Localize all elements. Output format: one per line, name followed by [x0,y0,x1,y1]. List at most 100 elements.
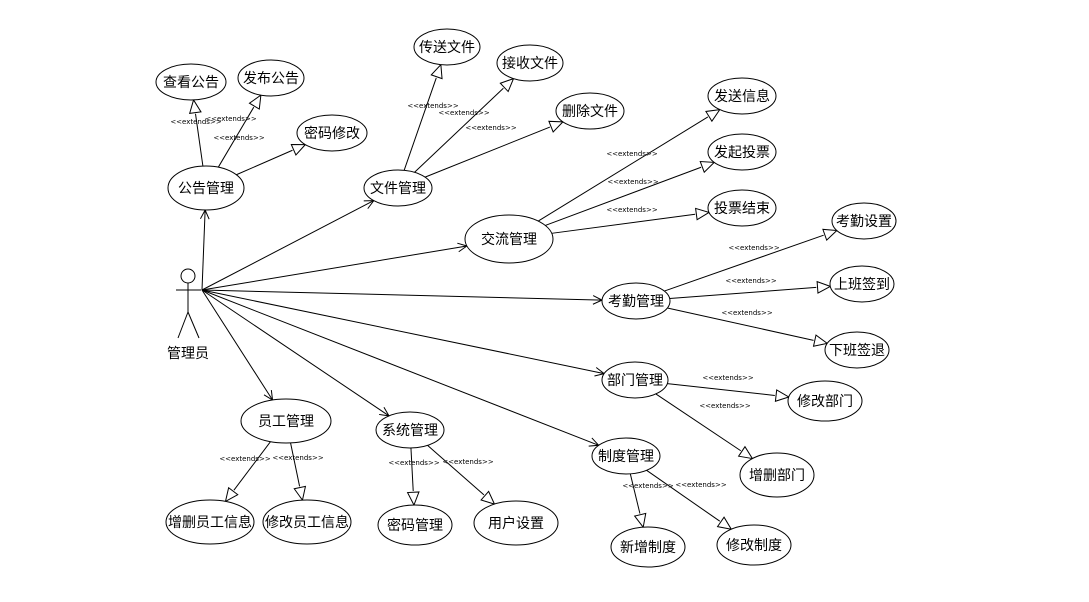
extends-label: <<extends>> [728,244,780,252]
use-case-employee-mgmt: 员工管理 [240,398,332,444]
association-employee_mgmt [201,289,274,401]
use-case-label: 制度管理 [598,449,654,465]
use-case-password-mgmt: 密码管理 [377,504,453,546]
extends-end_vote: <<extends>> [551,206,711,234]
use-case-label: 下班签退 [829,342,885,359]
extends-label: <<extends>> [442,458,494,466]
extends-clock_out: <<extends>> [667,307,829,347]
actor-admin: 管理员 [167,268,209,362]
use-case-publish-notice: 发布公告 [237,59,305,97]
extends-delete_file: <<extends>> [424,120,565,178]
use-case-delete-file: 删除文件 [555,92,625,130]
use-case-label: 接收文件 [502,55,558,72]
use-case-label: 考勤管理 [608,294,664,310]
extends-label: <<extends>> [219,455,271,463]
actor-left-leg [177,311,189,339]
use-case-clock-out: 下班签退 [824,331,890,369]
use-case-notice-mgmt: 公告管理 [167,165,245,211]
use-case-label: 密码修改 [304,125,360,142]
use-case-receive-file: 接收文件 [496,44,564,82]
extends-label: <<extends>> [170,118,222,126]
actor-head [180,268,196,284]
use-case-label: 系统管理 [382,423,438,439]
use-case-start-vote: 发起投票 [707,133,777,171]
extends-user_settings: <<extends>> [427,445,496,505]
extends-attendance_settings: <<extends>> [664,228,839,292]
association-dept_mgmt [201,289,606,377]
use-case-file-mgmt: 文件管理 [363,169,433,207]
use-case-user-settings: 用户设置 [473,500,559,546]
use-case-edit-employee: 修改员工信息 [262,499,352,545]
use-case-system-mgmt: 系统管理 [375,411,445,449]
use-case-change-password: 密码修改 [296,114,368,152]
use-case-label: 删除文件 [562,104,618,120]
use-case-label: 投票结束 [714,201,770,217]
extends-edit_employee: <<extends>> [272,442,324,502]
extends-add_del_dept: <<extends>> [655,393,754,460]
extends-view_notice: <<extends>> [170,98,222,167]
extends-clock_in: <<extends>> [669,277,832,299]
use-case-label: 部门管理 [607,373,663,389]
extends-receive_file: <<extends>> [414,77,515,173]
use-case-label: 考勤设置 [836,214,892,230]
use-case-label: 交流管理 [481,231,537,248]
use-case-add-del-dept: 增删部门 [739,452,815,498]
use-case-label: 密码管理 [387,517,443,534]
extends-publish_notice: <<extends>> [205,94,262,168]
use-case-label: 修改员工信息 [265,514,349,531]
extends-label: <<extends>> [465,124,517,132]
extends-change_password: <<extends>> [213,134,307,176]
association-file_mgmt [201,200,375,291]
extends-label: <<extends>> [213,134,265,142]
extends-start_vote: <<extends>> [545,160,716,226]
use-case-view-notice: 查看公告 [155,63,227,101]
extends-label: <<extends>> [205,115,257,123]
use-case-label: 发布公告 [243,71,299,87]
relationships-layer: <<extends>><<extends>><<extends>><<exten… [170,63,839,530]
extends-label: <<extends>> [388,459,440,467]
association-notice_mgmt [199,208,210,291]
use-case-edit-rule: 修改制度 [716,524,792,566]
extends-send_file: <<extends>> [403,63,459,171]
extends-add_del_employee: <<extends>> [219,441,271,503]
use-case-label: 增删部门 [749,468,805,484]
use-case-label: 文件管理 [370,181,426,197]
actor-right-leg [187,311,200,339]
use-case-end-vote: 投票结束 [707,189,777,227]
use-case-label: 修改制度 [726,538,782,554]
extends-label: <<extends>> [606,150,658,158]
extends-label: <<extends>> [622,482,674,490]
use-case-new-rule: 新增制度 [610,526,686,568]
extends-edit_rule: <<extends>> [646,469,733,530]
use-case-label: 上班签到 [834,276,890,293]
use-case-rule-mgmt: 制度管理 [591,437,661,475]
extends-label: <<extends>> [272,454,324,462]
use-case-label: 查看公告 [163,75,219,91]
use-case-label: 公告管理 [178,181,234,197]
extends-label: <<extends>> [721,309,773,317]
use-case-dept-mgmt: 部门管理 [601,361,669,399]
extends-label: <<extends>> [407,102,459,110]
extends-label: <<extends>> [438,109,490,117]
use-case-add-del-employee: 增删员工信息 [165,499,255,545]
use-case-label: 用户设置 [488,515,544,532]
use-case-label: 修改部门 [797,394,853,410]
use-case-label: 员工管理 [258,414,314,430]
extends-label: <<extends>> [699,402,751,410]
use-case-send-file: 传送文件 [413,28,481,66]
extends-new_rule: <<extends>> [622,473,674,529]
use-case-label: 发送信息 [714,88,770,105]
use-case-label: 发起投票 [714,145,770,161]
use-case-label: 传送文件 [419,40,475,56]
use-case-label: 增删员工信息 [168,514,252,531]
use-case-send-info: 发送信息 [707,77,777,115]
extends-label: <<extends>> [725,277,777,285]
extends-label: <<extends>> [606,206,658,214]
extends-label: <<extends>> [675,481,727,489]
extends-label: <<extends>> [607,178,659,186]
extends-label: <<extends>> [702,374,754,382]
extends-edit_dept: <<extends>> [667,374,790,402]
use-case-clock-in: 上班签到 [829,265,895,303]
